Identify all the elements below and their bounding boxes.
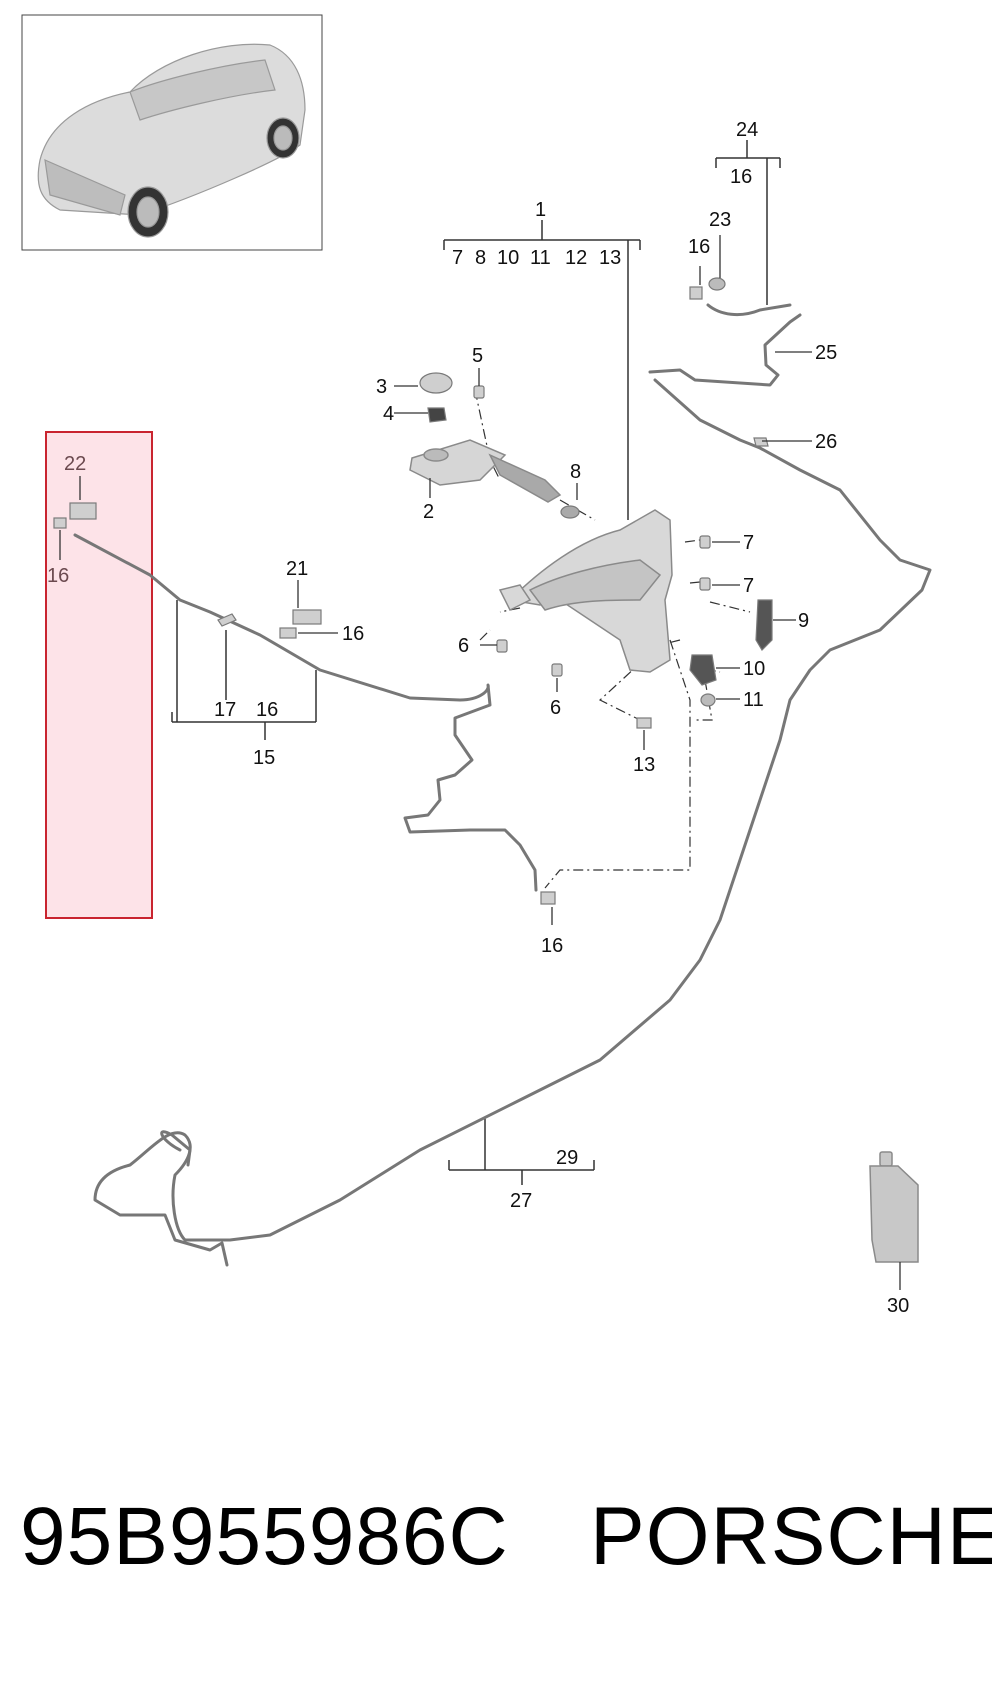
clip-part-16d: [279, 627, 297, 639]
part-number: 95B955986C: [20, 1491, 509, 1582]
callout-6-lower: 6: [550, 697, 561, 719]
sensor-part-13: [636, 717, 652, 729]
highlight-box: [45, 431, 153, 919]
footer: 95B955986C PORSCHE: [0, 1490, 992, 1600]
callout-21: 21: [286, 558, 308, 580]
small-parts: [53, 277, 773, 905]
seal-part-11: [700, 693, 716, 707]
callout-16-highlight: 16: [47, 565, 69, 587]
callout-27: 27: [510, 1190, 532, 1212]
bracket-group-15: [171, 600, 317, 740]
pump-part-10: [689, 654, 717, 686]
callout-9: 9: [798, 610, 809, 632]
washer-reservoir: [498, 509, 673, 673]
callout-25: 25: [815, 342, 837, 364]
callout-4: 4: [383, 403, 394, 425]
clip-part-16-highlight: [53, 517, 67, 529]
bracket-group-24: [715, 140, 781, 305]
callout-1: 1: [535, 199, 546, 221]
fluid-bottle: [869, 1151, 919, 1263]
bracket-group-27: [448, 1118, 595, 1185]
hoses: [73, 303, 932, 1267]
callout-15: 15: [253, 747, 275, 769]
callout-7-lower: 7: [743, 575, 754, 597]
clip-part-16e: [540, 891, 556, 905]
grommet-part-8: [560, 505, 580, 519]
nozzle-part-21: [292, 609, 322, 625]
pump-part-9: [755, 599, 773, 651]
callout-16-top: 16: [730, 166, 752, 188]
callout-16-bracket: 16: [256, 699, 278, 721]
callout-6-left: 6: [458, 635, 469, 657]
bracket-group-1: [443, 220, 641, 520]
group1-item-12: 12: [565, 247, 587, 269]
nozzle-part-22: [69, 502, 97, 520]
callout-26: 26: [815, 431, 837, 453]
brand-name: PORSCHE: [590, 1491, 992, 1582]
vehicle-thumbnail: [21, 14, 323, 251]
callout-5: 5: [472, 345, 483, 367]
callout-22: 22: [64, 453, 86, 475]
callout-16-nozzle: 16: [688, 236, 710, 258]
leader-dashed: [474, 389, 751, 889]
car-illustration: [37, 43, 306, 238]
seal-part-4: [427, 407, 447, 423]
connector-part-17: [217, 613, 237, 627]
group1-item-8: 8: [475, 247, 486, 269]
filler-neck: [409, 439, 562, 503]
group1-item-11: 11: [530, 247, 551, 269]
grommet-part-7b: [699, 577, 711, 591]
callout-3: 3: [376, 376, 387, 398]
callout-30: 30: [887, 1295, 909, 1317]
group1-item-7: 7: [452, 247, 463, 269]
callout-24: 24: [736, 119, 758, 141]
nozzle-part-23: [708, 277, 726, 291]
group1-item-13: 13: [599, 247, 621, 269]
bolt-part-6a: [496, 639, 508, 653]
callout-7-upper: 7: [743, 532, 754, 554]
callout-leaders: [59, 235, 901, 1290]
parts-diagram: 1 7 8 10 11 12 13 24 16 23 16 25 26 3 4 …: [21, 14, 932, 1317]
cap-part-3: [419, 372, 453, 394]
callout-2: 2: [423, 501, 434, 523]
grommet-part-7a: [699, 535, 711, 549]
callout-29: 29: [556, 1147, 578, 1169]
callout-17: 17: [214, 699, 236, 721]
callout-labels: 1 7 8 10 11 12 13 24 16 23 16 25 26 3 4 …: [47, 119, 909, 1317]
callout-16-front: 16: [342, 623, 364, 645]
bolt-part-6b: [551, 663, 563, 677]
screw-part-5: [473, 385, 485, 399]
clip-part-16c: [689, 286, 703, 300]
group1-item-10: 10: [497, 247, 519, 269]
callout-16-bottom: 16: [541, 935, 563, 957]
callout-23: 23: [709, 209, 731, 231]
callout-10: 10: [743, 658, 765, 680]
connector-part-26: [753, 437, 769, 447]
callout-13: 13: [633, 754, 655, 776]
callout-11: 11: [743, 689, 764, 711]
callout-8: 8: [570, 461, 581, 483]
